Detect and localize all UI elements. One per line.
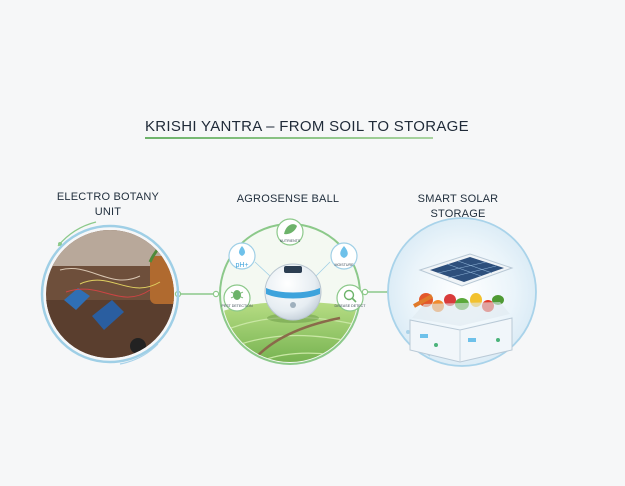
stage-label-line1: AGROSENSE BALL	[236, 193, 340, 205]
stage-label-line1: ELECTRO BOTANY	[56, 191, 160, 203]
badge-nutrients-label: NUTRIENTS	[280, 239, 301, 243]
stage-label-line2: UNIT	[94, 206, 122, 218]
badge-ph-label: pH+	[235, 262, 248, 269]
stage-label-smart-solar-storage: SMART SOLAR STORAGE	[398, 192, 518, 222]
badge-moisture: MOISTURE	[315, 242, 358, 277]
stage-label-electro-botany: ELECTRO BOTANY UNIT	[48, 190, 168, 220]
badge-moisture-label: MOISTURE	[335, 263, 355, 267]
solar-panel-lid	[418, 253, 514, 287]
badge-pest-detection: PEST DETECTION	[221, 284, 253, 312]
badge-nutrients: NUTRIENTS	[276, 218, 304, 246]
electro-botany-photo	[40, 221, 180, 365]
badge-ph: pH+	[228, 242, 271, 277]
smart-solar-storage-illustration	[387, 217, 537, 367]
badge-pest-label: PEST DETECTION	[221, 304, 252, 308]
stage-label-line1: SMART SOLAR	[417, 193, 499, 205]
magnifier-icon	[343, 289, 355, 301]
badge-disease-detect: DISEASE DETECT	[335, 284, 367, 312]
connector-left-mid	[174, 290, 220, 298]
leaf-icon	[284, 224, 297, 235]
badge-disease-label: DISEASE DETECT	[335, 304, 367, 308]
diagram-title: KRISHI YANTRA – FROM SOIL TO STORAGE	[145, 118, 469, 135]
droplet-icon	[340, 246, 348, 258]
stage-label-agrosense-ball: AGROSENSE BALL	[228, 192, 348, 207]
stage-label-line2: STORAGE	[430, 208, 486, 220]
title-underline	[145, 137, 433, 139]
